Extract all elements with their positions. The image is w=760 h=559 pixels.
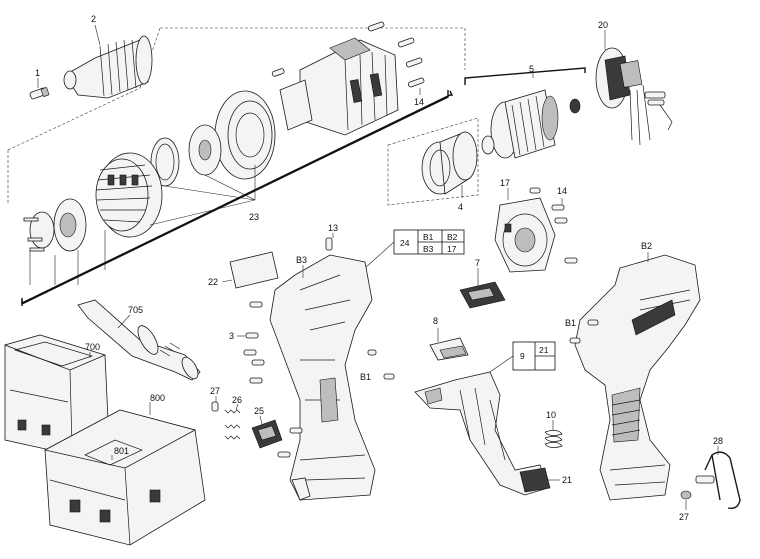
label-b1a: B1: [360, 372, 371, 382]
label-14a: 14: [414, 97, 424, 107]
label-10: 10: [546, 410, 556, 420]
table9-num: 9: [520, 351, 525, 361]
housing-half-b2: [574, 254, 701, 501]
label-8: 8: [433, 316, 438, 326]
gearbox-housing: [279, 37, 399, 136]
motor-dashed-outline: [387, 117, 479, 206]
clutch-collar: [95, 152, 163, 238]
motor-bracket-5: [464, 67, 586, 85]
label-b1b: B1: [565, 318, 576, 328]
housing-half-b3: [269, 254, 376, 501]
switch-contact-7: [459, 281, 506, 309]
screw-27-left: [211, 401, 219, 412]
label-27a: 27: [210, 386, 220, 396]
pin-b1-mid-top: [367, 349, 377, 356]
label-21: 21: [562, 475, 572, 485]
label-800: 800: [150, 393, 165, 403]
table24-r2c1: B3: [423, 244, 434, 254]
label-25: 25: [254, 406, 264, 416]
label-b3: B3: [296, 255, 307, 265]
label-2: 2: [91, 14, 96, 24]
label-sticker-22: [229, 251, 279, 289]
screw-27-right: [680, 490, 692, 500]
side-handle-705: [77, 299, 201, 381]
label-14b: 14: [557, 186, 567, 196]
screw-part-1: [29, 87, 50, 100]
table24-r1c1: B1: [423, 232, 434, 242]
label-20: 20: [598, 20, 608, 30]
table24-num: 24: [400, 238, 410, 248]
label-1: 1: [35, 68, 40, 78]
table24-r2c2: 17: [447, 244, 457, 254]
pin-b1-right: [587, 319, 599, 326]
front-plate: [23, 198, 87, 252]
ring-gear: [214, 90, 276, 180]
label-700: 700: [85, 342, 100, 352]
gearbox-screws: [271, 21, 425, 88]
label-5: 5: [529, 64, 534, 74]
magnet-sleeve-4: [421, 131, 478, 195]
carrying-case-800: [43, 409, 206, 546]
table9-top: 21: [539, 345, 549, 355]
motor-end-plate-17: [494, 197, 556, 273]
label-27b: 27: [679, 512, 689, 522]
battery-latch-25: [251, 419, 283, 449]
direction-switch-8: [429, 337, 469, 361]
carrying-case-700: [3, 334, 109, 451]
springs-26: [224, 409, 241, 440]
label-705: 705: [128, 305, 143, 315]
control-board-20: [595, 47, 673, 146]
kit-table-9: 9 21: [512, 341, 556, 371]
label-23: 23: [249, 212, 259, 222]
motor-armature: [481, 89, 581, 159]
table24-r1c2: B2: [447, 232, 458, 242]
kit-table-24: 24 B1 B2 B3 17: [393, 229, 465, 255]
assembly-bracket-23-line: [21, 90, 449, 306]
washer: [188, 124, 222, 176]
trigger-switch-assembly: [414, 371, 551, 496]
pin-b1-mid: [383, 373, 395, 380]
label-17: 17: [500, 178, 510, 188]
label-801: 801: [114, 446, 129, 456]
label-22: 22: [208, 277, 218, 287]
label-b2: B2: [641, 241, 652, 251]
spring-10: [544, 430, 563, 448]
label-4: 4: [458, 202, 463, 212]
pin-b1-right-2: [569, 337, 581, 344]
label-28: 28: [713, 436, 723, 446]
screws-14: [529, 187, 578, 264]
screws-part-3: [243, 301, 303, 458]
belt-clip-28: [695, 451, 741, 510]
label-7: 7: [475, 258, 480, 268]
screw-13: [325, 237, 333, 251]
label-26: 26: [232, 395, 242, 405]
label-3: 3: [229, 331, 234, 341]
label-13: 13: [328, 223, 338, 233]
chuck-part-2: [63, 35, 153, 99]
